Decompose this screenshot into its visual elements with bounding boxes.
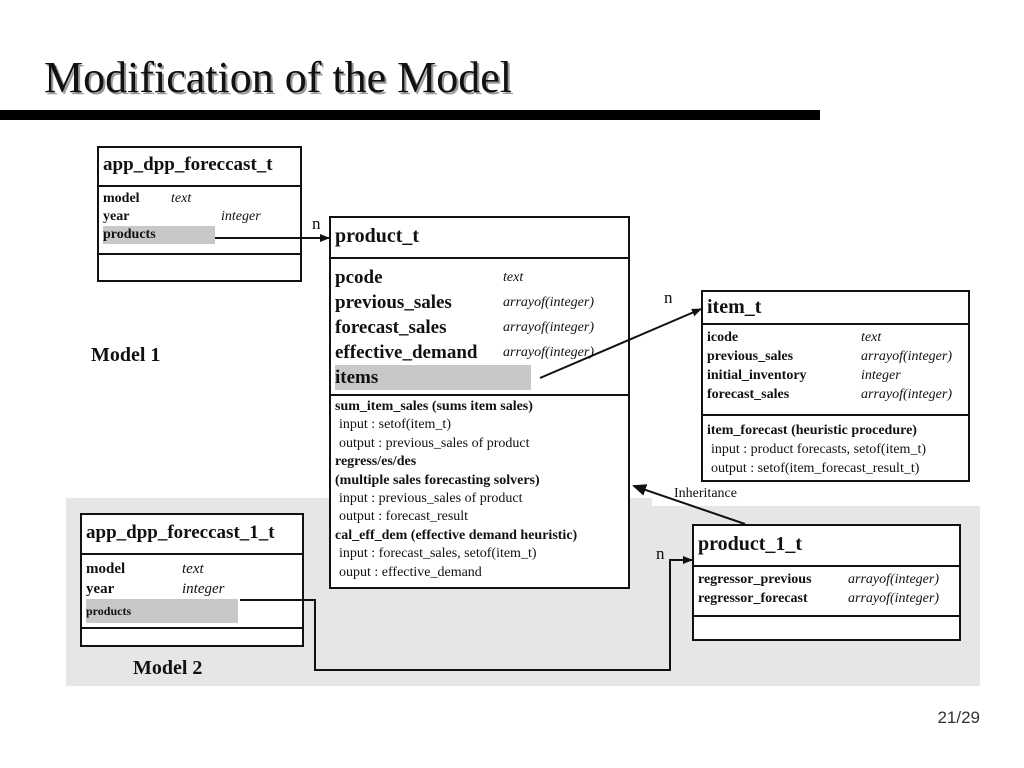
products-1-association-line	[240, 556, 693, 671]
attr-type: text	[171, 191, 192, 206]
attr-name: products	[103, 227, 156, 242]
attr-type: text	[503, 270, 524, 285]
class-name: product_t	[331, 218, 628, 259]
items-association-line	[539, 308, 702, 379]
attr-name: effective_demand	[335, 342, 478, 363]
attr-type: arrayof(integer)	[503, 320, 594, 335]
method-line: sum_item_sales (sums item sales)	[335, 399, 533, 414]
app-dpp-forecast-1-class: app_dpp_foreccast_1_t model text year inte…	[80, 513, 304, 647]
attr-name: year	[103, 209, 130, 224]
method-line: output : setof(item_forecast_result_t)	[711, 461, 920, 476]
attr-name: previous_sales	[335, 292, 452, 313]
attr-type: integer	[861, 368, 901, 383]
multiplicity-label: n	[312, 214, 321, 233]
attr-name: model	[86, 561, 126, 577]
attr-type: integer	[221, 209, 261, 224]
method-line: regress/es/des	[335, 454, 417, 470]
attr-type: arrayof(integer)	[861, 387, 952, 402]
attr-name: products	[86, 604, 132, 618]
attr-name: previous_sales	[707, 349, 794, 364]
method-line: input : previous_sales of product	[339, 491, 523, 507]
method-line: output : previous_sales of product	[339, 435, 530, 451]
method-line: output : forecast_result	[339, 509, 469, 525]
attr-name: regressor_forecast	[698, 591, 808, 606]
attr-type: arrayof(integer)	[848, 572, 939, 587]
inheritance-label: Inheritance	[674, 486, 737, 501]
title-underline	[0, 110, 820, 120]
multiplicity-label: n	[656, 544, 665, 563]
attr-name: icode	[707, 330, 739, 345]
attr-type: integer	[182, 581, 225, 597]
class-attributes: pcode text previous_sales arrayof(integer)…	[331, 259, 628, 396]
slide-title: Modification of the Model	[44, 53, 513, 102]
product-1-class: product_1_t regressor_previous arrayof(in…	[692, 524, 961, 641]
multiplicity-label: n	[664, 288, 673, 307]
class-name: product_1_t	[694, 526, 959, 567]
app-dpp-forecast-class: app_dpp_foreccast_t model text year intege…	[97, 146, 302, 282]
attr-name: regressor_previous	[698, 572, 812, 587]
attr-name: model	[103, 191, 140, 206]
method-line: input : product forecasts, setof(item_t)	[711, 442, 926, 457]
class-name: app_dpp_foreccast_t	[99, 148, 300, 187]
class-name: item_t	[703, 292, 968, 325]
model1-label: Model 1	[91, 344, 161, 366]
class-methods: sum_item_sales (sums item sales) input :…	[331, 396, 628, 585]
attr-type: arrayof(integer)	[861, 349, 952, 364]
class-attributes: icode text previous_sales arrayof(integer)…	[703, 325, 968, 416]
class-attributes: model text year integer products	[82, 555, 302, 629]
attr-type: text	[861, 330, 882, 345]
attr-name: forecast_sales	[707, 387, 790, 402]
class-name: app_dpp_foreccast_1_t	[82, 515, 302, 555]
item-class: item_t icode text previous_sales arrayof(i…	[701, 290, 970, 482]
method-line: item_forecast (heuristic procedure)	[707, 423, 917, 438]
class-attributes: regressor_previous arrayof(integer) regre…	[694, 567, 959, 617]
attr-name: initial_inventory	[707, 368, 807, 383]
attr-type: arrayof(integer)	[503, 295, 594, 310]
attr-name: pcode	[335, 267, 383, 288]
method-line: (multiple sales forecasting solvers)	[335, 472, 540, 488]
method-line: ouput : effective_demand	[339, 564, 482, 580]
inheritance-line	[632, 484, 746, 525]
method-line: cal_eff_dem (effective demand heuristic)	[335, 527, 578, 543]
method-line: input : forecast_sales, setof(item_t)	[339, 546, 537, 562]
attr-name: items	[335, 367, 379, 388]
attr-name: forecast_sales	[335, 317, 447, 338]
model2-label: Model 2	[133, 657, 203, 679]
attr-type: arrayof(integer)	[503, 345, 594, 360]
class-methods: item_forecast (heuristic procedure) inpu…	[703, 416, 968, 481]
class-attributes: model text year integer products	[99, 187, 300, 255]
attr-type: text	[182, 561, 204, 577]
attr-name: year	[86, 581, 115, 597]
attr-type: arrayof(integer)	[848, 591, 939, 606]
method-line: input : setof(item_t)	[339, 417, 451, 433]
page-number: 21/29	[937, 708, 980, 727]
